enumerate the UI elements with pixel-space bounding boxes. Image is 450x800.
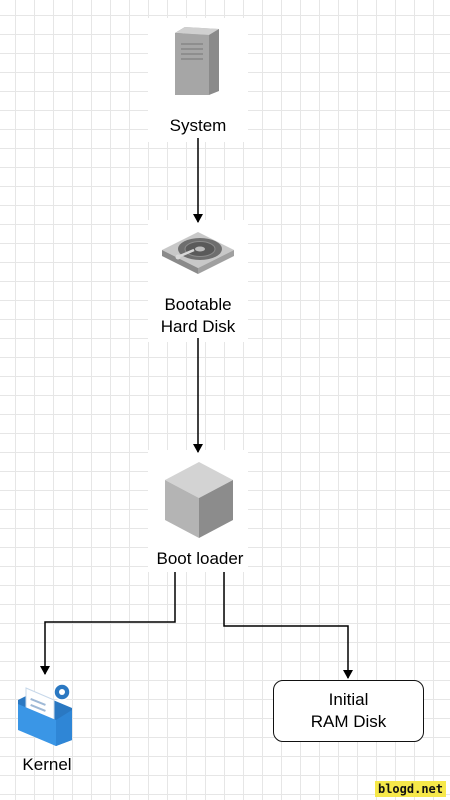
- boot-loader-label: Boot loader: [156, 549, 244, 568]
- hard-disk-label-line1: Bootable: [164, 295, 232, 314]
- hard-disk-label: Bootable Hard Disk: [148, 294, 248, 338]
- edge-boot-loader-to-kernel: [40, 572, 176, 675]
- watermark: blogd.net: [374, 781, 446, 797]
- initial-ram-disk-label: Initial RAM Disk: [311, 689, 387, 733]
- hard-disk-icon: [162, 232, 234, 274]
- initial-ram-disk-box: Initial RAM Disk: [273, 680, 424, 742]
- edge-boot-loader-to-initial-ram-disk: [223, 572, 353, 679]
- server-tower-icon: [175, 27, 219, 95]
- initial-ram-disk-label-line2: RAM Disk: [310, 712, 387, 731]
- system-label: System: [169, 116, 227, 135]
- initial-ram-disk-label-line1: Initial: [328, 690, 369, 709]
- cube-icon: [165, 462, 233, 538]
- kernel-label: Kernel: [22, 755, 72, 774]
- hard-disk-label-line2: Hard Disk: [160, 317, 236, 336]
- kernel-folder-icon: [18, 683, 72, 746]
